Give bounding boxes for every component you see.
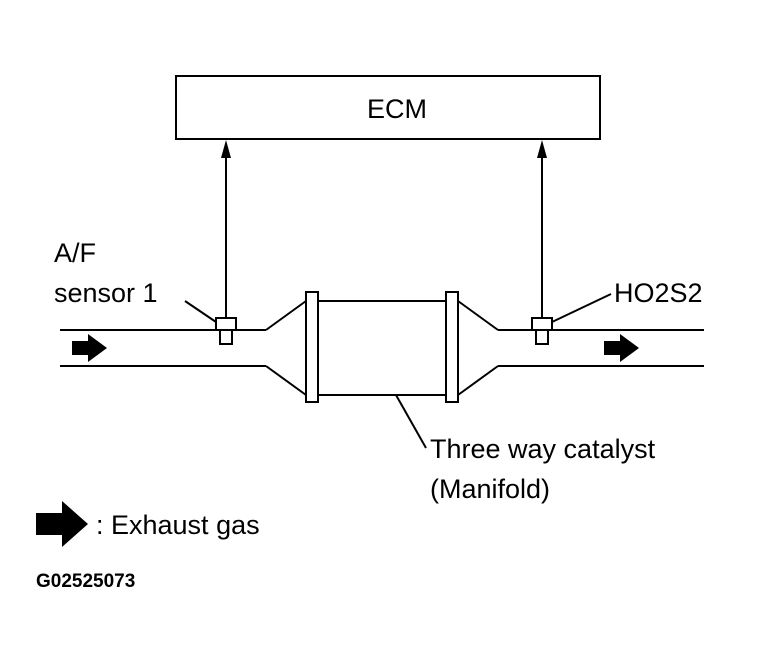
arrow-right-icon (36, 501, 88, 547)
ecm-box (175, 75, 601, 140)
catalyst-leader (395, 394, 427, 449)
three-way-catalyst (305, 291, 459, 403)
figure-code: G02525073 (36, 571, 135, 592)
ho2s2-leader (551, 293, 612, 323)
catalyst-label-line2: (Manifold) (430, 474, 550, 504)
ho2s2-label: HO2S2 (614, 278, 703, 308)
ho2s2-sensor (531, 317, 553, 345)
af-sensor-1 (215, 317, 237, 345)
af-sensor-label-line1: A/F (54, 238, 96, 268)
exhaust-flow-arrow-icon (604, 334, 639, 362)
left-flange (305, 291, 319, 403)
legend-text: : Exhaust gas (96, 510, 260, 540)
legend: : Exhaust gas (36, 501, 260, 547)
arrow-up-icon (221, 140, 231, 158)
af-sensor-leader (184, 300, 217, 323)
af-signal-line (221, 140, 231, 318)
af-sensor-label-line2: sensor 1 (54, 278, 158, 308)
exhaust-flow-arrow-icon (72, 334, 107, 362)
ecm-unit: ECM (175, 75, 601, 140)
right-flange (445, 291, 459, 403)
ho2s2-signal-line (537, 140, 547, 318)
catalyst-label-line1: Three way catalyst (430, 434, 656, 464)
ecm-label: ECM (367, 94, 427, 124)
arrow-up-icon (537, 140, 547, 158)
